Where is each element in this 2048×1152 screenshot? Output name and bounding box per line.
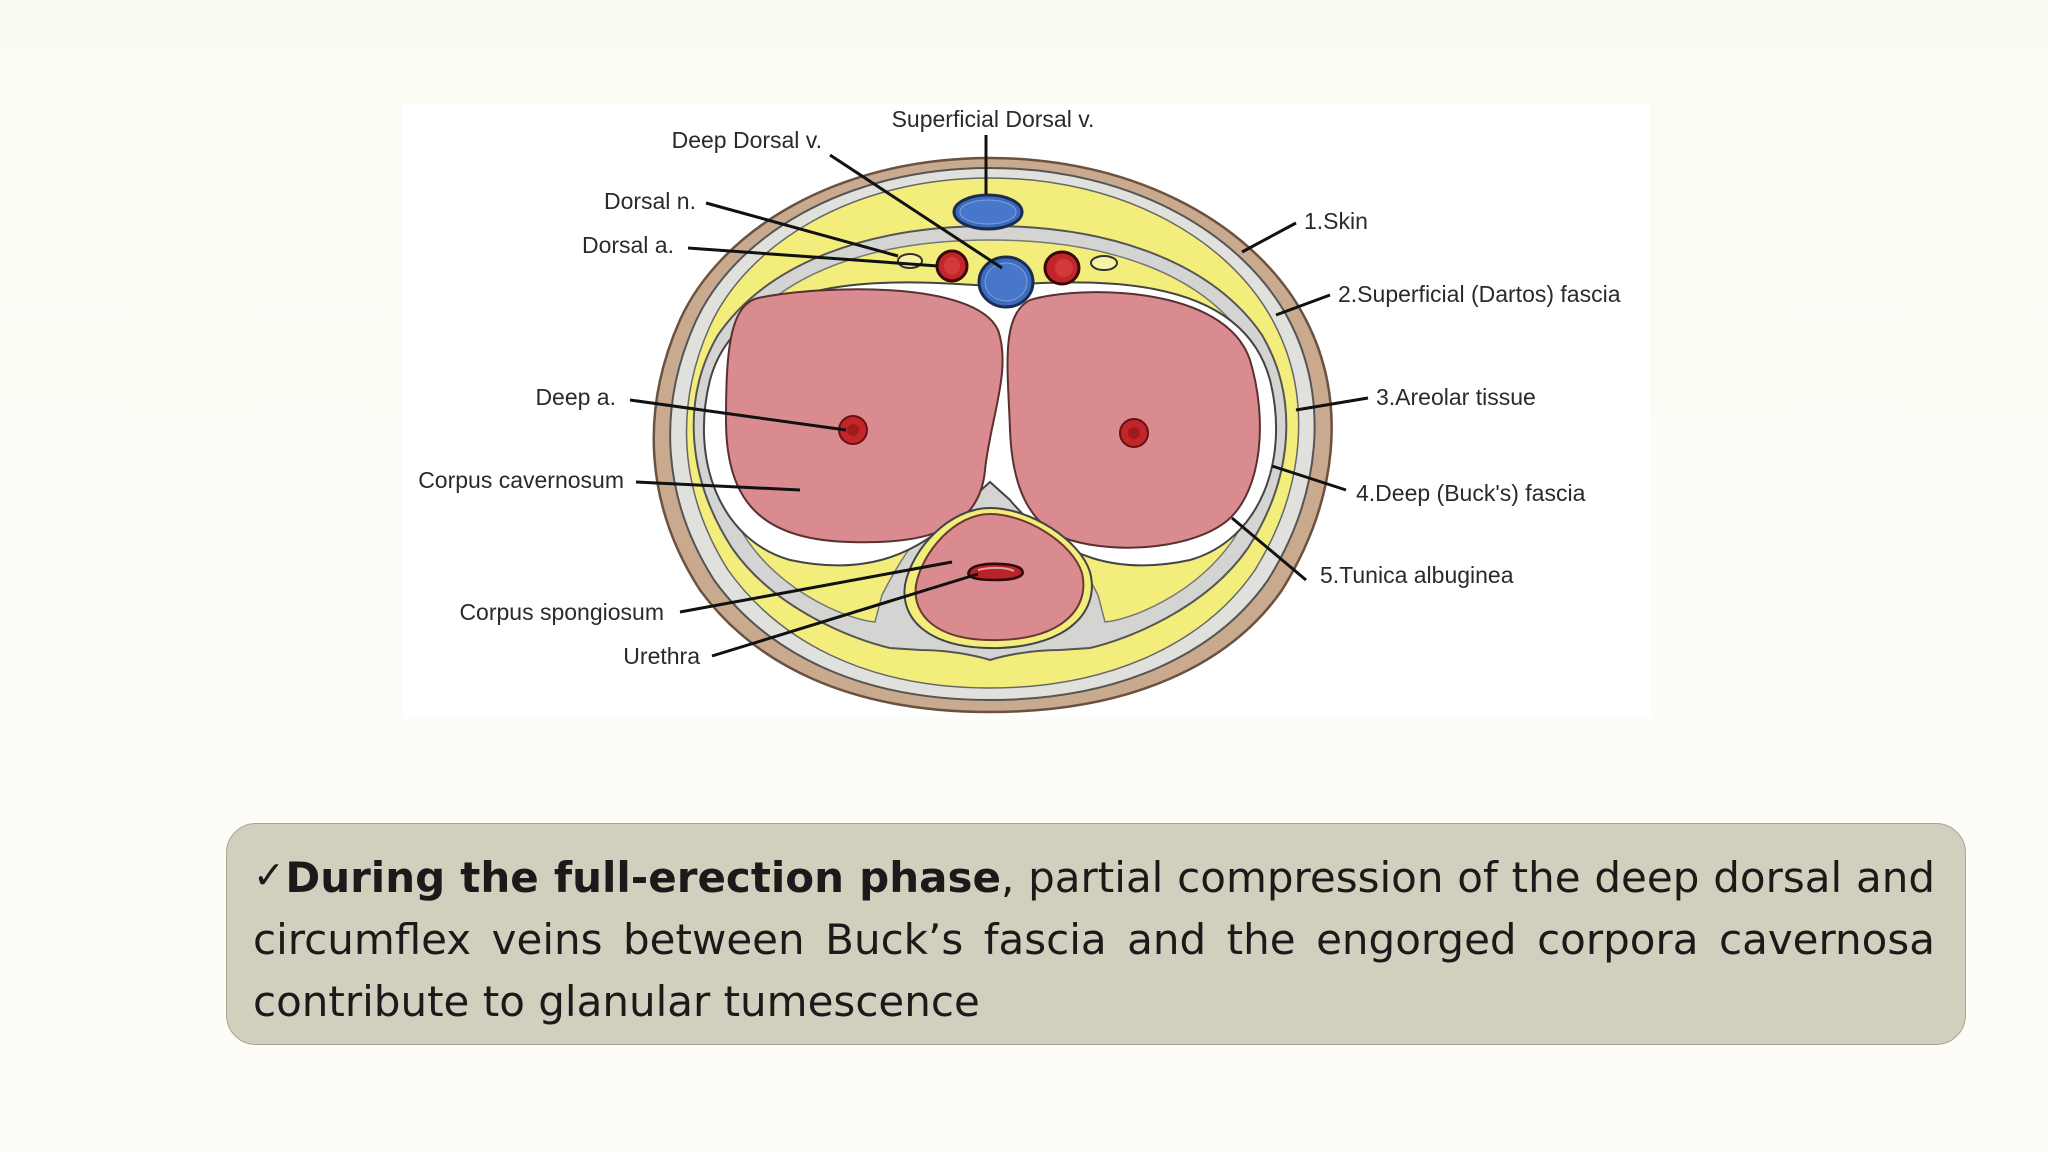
label-deep-dorsal-v: Deep Dorsal v. bbox=[672, 127, 822, 153]
caption-text: ✓During the full-erection phase, partial… bbox=[253, 844, 1935, 1033]
caption-bold-phrase: During the full-erection phase bbox=[285, 853, 1001, 902]
check-icon: ✓ bbox=[253, 853, 286, 897]
caption-box: ✓During the full-erection phase, partial… bbox=[226, 823, 1966, 1045]
label-deep-a: Deep a. bbox=[535, 384, 616, 410]
label-corpus-cavernosum: Corpus cavernosum bbox=[418, 467, 624, 493]
dorsal-nerve-right bbox=[1090, 255, 1118, 271]
label-urethra: Urethra bbox=[623, 643, 700, 669]
penis-cross-section-figure: Superficial Dorsal v. Deep Dorsal v. Dor… bbox=[402, 104, 1650, 718]
label-superficial-dorsal-v: Superficial Dorsal v. bbox=[892, 106, 1095, 132]
label-deep-fascia: 4.Deep (Buck's) fascia bbox=[1356, 480, 1586, 506]
label-superficial-fascia: 2.Superficial (Dartos) fascia bbox=[1338, 281, 1621, 307]
label-areolar-tissue: 3.Areolar tissue bbox=[1376, 384, 1536, 410]
label-tunica-albuginea: 5.Tunica albuginea bbox=[1320, 562, 1514, 588]
label-dorsal-n: Dorsal n. bbox=[604, 188, 696, 214]
label-corpus-spongiosum: Corpus spongiosum bbox=[459, 599, 664, 625]
urethra bbox=[967, 562, 1024, 582]
corpus-cavernosum-left bbox=[724, 288, 1004, 544]
label-dorsal-a: Dorsal a. bbox=[582, 232, 674, 258]
caption-body: , partial compression of the deep dorsal… bbox=[253, 853, 1935, 1026]
label-skin: 1.Skin bbox=[1304, 208, 1368, 234]
